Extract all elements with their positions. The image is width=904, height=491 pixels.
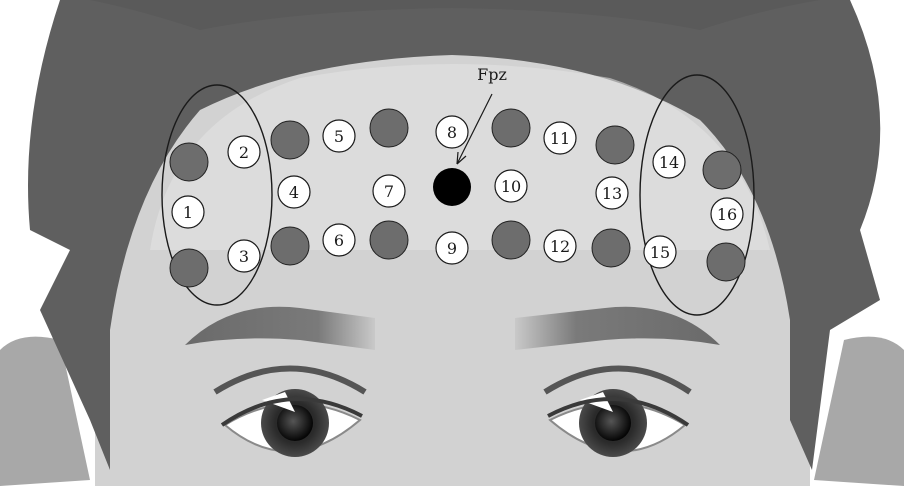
channel-label: 12 [550, 237, 570, 256]
channel-label: 7 [384, 182, 394, 201]
channel-label: 14 [659, 153, 679, 172]
optode [492, 221, 530, 259]
channel-8: 8 [436, 116, 468, 148]
channel-label: 6 [334, 231, 344, 250]
channel-16: 16 [711, 198, 743, 230]
optode [703, 151, 741, 189]
optode [271, 227, 309, 265]
channel-6: 6 [323, 224, 355, 256]
channel-label: 13 [602, 184, 622, 203]
channel-label: 4 [289, 183, 299, 202]
channel-15: 15 [644, 236, 676, 268]
channel-11: 11 [544, 122, 576, 154]
channel-9: 9 [436, 232, 468, 264]
right-ear [814, 337, 904, 486]
channel-12: 12 [544, 230, 576, 262]
channel-10: 10 [495, 170, 527, 202]
channel-label: 2 [239, 143, 249, 162]
channel-3: 3 [228, 240, 260, 272]
channel-label: 16 [717, 205, 737, 224]
channel-13: 13 [596, 177, 628, 209]
channel-label: 11 [550, 129, 570, 148]
fpz-reference-dot [433, 168, 471, 206]
channel-5: 5 [323, 120, 355, 152]
fpz-label: Fpz [477, 65, 507, 84]
channel-1: 1 [172, 196, 204, 228]
channel-label: 1 [183, 203, 193, 222]
optode [370, 109, 408, 147]
optode [170, 143, 208, 181]
optode [492, 109, 530, 147]
channel-label: 3 [239, 247, 249, 266]
channel-7: 7 [373, 175, 405, 207]
channel-4: 4 [278, 176, 310, 208]
channel-label: 15 [650, 243, 670, 262]
channel-label: 5 [334, 127, 344, 146]
optode [170, 249, 208, 287]
channel-label: 8 [447, 123, 457, 142]
optode [370, 221, 408, 259]
channel-label: 9 [447, 239, 457, 258]
optode [707, 243, 745, 281]
optode [592, 229, 630, 267]
optode [596, 126, 634, 164]
channel-2: 2 [228, 136, 260, 168]
optode [271, 121, 309, 159]
channel-14: 14 [653, 146, 685, 178]
channel-label: 10 [501, 177, 521, 196]
